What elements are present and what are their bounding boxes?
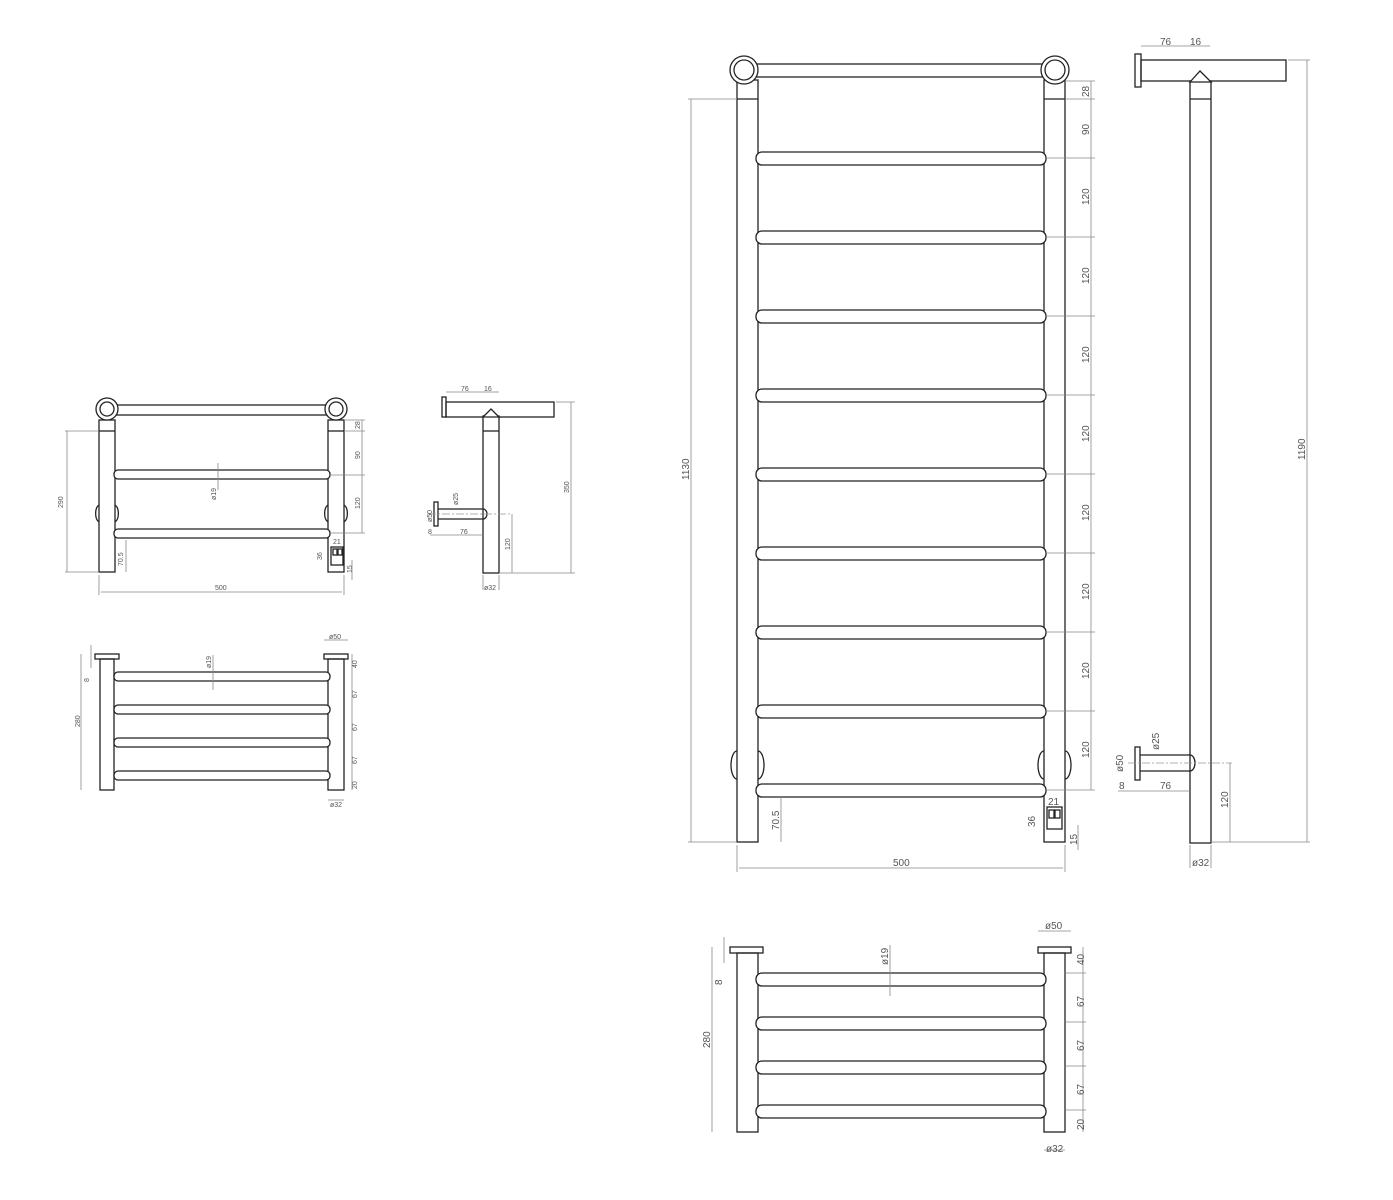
dim-label: 40 [1076, 953, 1087, 965]
dim-label: 28 [1081, 85, 1092, 97]
small-side-view [428, 391, 575, 590]
dim-label: ø32 [1192, 858, 1210, 869]
dim-label: 67 [352, 690, 359, 698]
dim-label: 350 [564, 481, 571, 493]
dim-label: 36 [1027, 815, 1038, 827]
dim-label: 120 [1081, 188, 1092, 205]
dim-label: ø50 [329, 634, 341, 641]
dim-label: 120 [1081, 425, 1092, 442]
dim-label: 120 [505, 538, 512, 550]
dim-label: 120 [1081, 504, 1092, 521]
dim-label: 500 [215, 585, 227, 592]
dim-label: 90 [1081, 123, 1092, 135]
dim-label: 120 [1081, 267, 1092, 284]
dim-label: 8 [84, 678, 91, 682]
dim-label: 67 [1076, 1083, 1087, 1095]
dim-label: ø25 [1151, 732, 1162, 750]
dim-label: ø50 [427, 510, 434, 522]
dim-label: ø19 [206, 656, 213, 668]
dim-label: ø32 [330, 802, 342, 809]
dim-label: 28 [355, 421, 362, 429]
dim-label: 21 [333, 539, 341, 546]
dim-label: 8 [714, 979, 725, 985]
dim-label: 20 [1076, 1118, 1087, 1130]
dim-label: 76 [460, 529, 468, 536]
dim-label: 20 [352, 781, 359, 789]
dim-label: 1190 [1297, 438, 1308, 460]
dim-label: 67 [352, 756, 359, 764]
large-front-view [688, 55, 1095, 872]
dim-label: 67 [1076, 995, 1087, 1007]
dim-label: 15 [347, 565, 354, 573]
dim-label: 280 [75, 715, 82, 727]
dim-label: 76 [1160, 781, 1172, 792]
dim-label: 8 [1119, 781, 1125, 792]
dim-label: 16 [1190, 37, 1202, 48]
dim-label: 120 [355, 497, 362, 509]
dim-label: ø32 [484, 585, 496, 592]
dim-label: ø25 [453, 493, 460, 505]
dim-label: 120 [1081, 741, 1092, 758]
large-side-view [1118, 45, 1310, 868]
dim-label: 120 [1220, 791, 1231, 808]
dim-label: 1130 [681, 458, 692, 480]
dim-label: 120 [1081, 583, 1092, 600]
dim-label: 120 [1081, 662, 1092, 679]
dim-label: ø50 [1115, 754, 1126, 772]
dim-label: ø19 [211, 488, 218, 500]
dim-label: ø19 [880, 947, 891, 965]
dim-label: 36 [317, 552, 324, 560]
dim-label: ø50 [1045, 921, 1063, 932]
dim-label: 500 [893, 858, 910, 869]
dim-label: 280 [702, 1031, 713, 1048]
dim-label: 15 [1069, 833, 1080, 845]
dim-label: 76 [1160, 37, 1172, 48]
dim-label: 67 [352, 723, 359, 731]
dim-label: 90 [355, 451, 362, 459]
small-front-view [65, 397, 365, 595]
dim-label: ø32 [1046, 1144, 1064, 1155]
dim-label: 67 [1076, 1039, 1087, 1051]
dim-label: 8 [428, 529, 432, 536]
dim-label: 290 [58, 496, 65, 508]
dim-label: 70.5 [118, 552, 125, 566]
small-top-view [80, 639, 353, 801]
large-top-view [711, 930, 1086, 1151]
dim-label: 16 [484, 386, 492, 393]
dim-label: 120 [1081, 346, 1092, 363]
dim-label: 21 [1048, 797, 1060, 808]
dim-label: 40 [352, 660, 359, 668]
dim-label: 70.5 [771, 810, 782, 830]
dim-label: 76 [461, 386, 469, 393]
